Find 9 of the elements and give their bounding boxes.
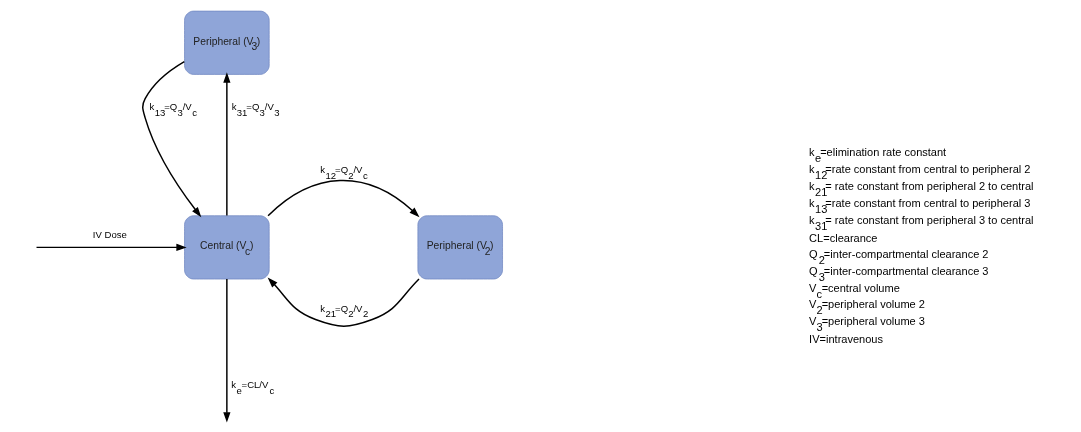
arrow	[142, 60, 202, 218]
label: CL=clearance	[809, 231, 878, 244]
arrow	[35, 243, 187, 251]
label: IV=intravenous	[809, 333, 884, 346]
arrow	[267, 179, 420, 218]
arrow	[267, 277, 420, 327]
edge-label: IV Dose	[92, 229, 127, 241]
arrow	[223, 278, 231, 423]
arrow	[223, 72, 231, 217]
